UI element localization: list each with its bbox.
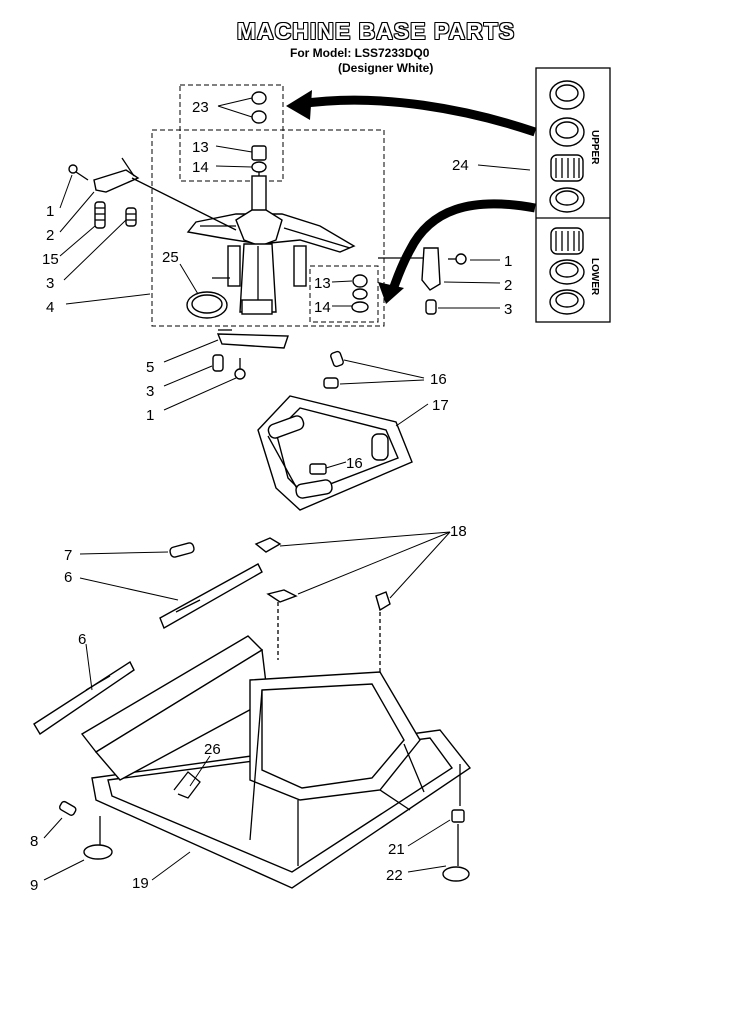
part-21-nut — [451, 809, 465, 823]
callout-3-center: 3 — [146, 383, 154, 400]
part-2-bracket-right — [378, 247, 441, 291]
upper-ring-3 — [549, 187, 585, 213]
part-6-strip-upper — [159, 563, 263, 630]
part-13-bushing — [251, 145, 267, 161]
color-line: (Designer White) — [338, 61, 434, 75]
part-25-snubber-ring — [186, 291, 228, 319]
callout-25: 25 — [162, 249, 179, 266]
inset-lower-label: LOWER — [589, 258, 600, 296]
part-14-washer — [251, 161, 267, 173]
callout-6-upper: 6 — [64, 569, 72, 586]
part-16-clip-a — [330, 350, 344, 368]
part-8-pin — [58, 800, 77, 816]
callout-16-lower: 16 — [346, 455, 363, 472]
callout-3-right: 3 — [504, 301, 512, 318]
callout-22: 22 — [386, 867, 403, 884]
callout-3-left: 3 — [46, 275, 54, 292]
callout-26: 26 — [204, 741, 221, 758]
callout-1-center: 1 — [146, 407, 154, 424]
callout-19: 19 — [132, 875, 149, 892]
callout-2-left: 2 — [46, 227, 54, 244]
part-16-clip-c — [309, 463, 327, 475]
callout-7: 7 — [64, 547, 72, 564]
part-19-base-frame — [80, 635, 472, 889]
part-18-clip-a — [254, 537, 282, 553]
part-3-pad-right — [425, 299, 437, 315]
leader-lines — [43, 97, 531, 881]
callout-14-upper: 14 — [192, 159, 209, 176]
upper-gear-bushing — [550, 154, 584, 182]
callout-8: 8 — [30, 833, 38, 850]
part-23-bearing — [251, 91, 267, 124]
model-line: For Model: LSS7233DQ0 — [290, 46, 430, 60]
part-1-screw-left — [68, 164, 89, 181]
upper-ring-1 — [549, 80, 585, 110]
callout-13-lower: 13 — [314, 275, 331, 292]
callout-1-right: 1 — [504, 253, 512, 270]
inset-upper-label: UPPER — [589, 130, 600, 165]
part-6-strip-lower — [33, 660, 135, 735]
part-14-lower-washer — [351, 301, 369, 313]
part-18-clip-b — [266, 589, 298, 603]
callout-13-upper: 13 — [192, 139, 209, 156]
callout-16-upper: 16 — [430, 371, 447, 388]
part-4-spider — [186, 172, 356, 315]
lower-bearing-box — [309, 265, 379, 323]
callout-15: 15 — [42, 251, 59, 268]
part-22-leveling-leg-right — [442, 764, 470, 882]
callout-5: 5 — [146, 359, 154, 376]
callout-23: 23 — [192, 99, 209, 116]
part-13-lower-bushing — [352, 274, 368, 300]
part-15-spring — [94, 201, 106, 229]
callout-9: 9 — [30, 877, 38, 894]
part-3-pad-left — [125, 207, 137, 227]
part-18-clip-c — [375, 591, 391, 612]
lower-ring-1 — [549, 259, 585, 285]
upper-assembly-box — [151, 129, 385, 327]
part-2-bracket-left — [93, 157, 237, 231]
callout-18: 18 — [450, 523, 467, 540]
callout-21: 21 — [388, 841, 405, 858]
part-17-tub-support — [257, 395, 413, 511]
callout-17: 17 — [432, 397, 449, 414]
part-1-screw-right — [448, 253, 467, 265]
callout-24: 24 — [452, 157, 469, 174]
upper-arrow — [286, 90, 537, 137]
part-7-spring — [169, 542, 195, 558]
callout-14-lower: 14 — [314, 299, 331, 316]
bearing-stack-box — [179, 84, 284, 182]
part-3-pad-center — [212, 354, 224, 372]
part-16-clip-b — [323, 377, 339, 389]
lower-arrow — [378, 199, 536, 304]
callout-6-lower: 6 — [78, 631, 86, 648]
bushing-inset: UPPER LOWER — [535, 67, 611, 323]
lower-gear-bushing — [550, 227, 584, 255]
part-1-screw-center — [234, 358, 246, 380]
callout-4: 4 — [46, 299, 54, 316]
upper-ring-2 — [549, 117, 585, 147]
lower-ring-2 — [549, 289, 585, 315]
callout-2-right: 2 — [504, 277, 512, 294]
part-9-leveling-leg-left — [83, 816, 113, 860]
part-26-clip — [173, 771, 201, 799]
page-title: MACHINE BASE PARTS — [236, 18, 516, 44]
part-5-bracket — [216, 329, 289, 349]
callout-1-left: 1 — [46, 203, 54, 220]
